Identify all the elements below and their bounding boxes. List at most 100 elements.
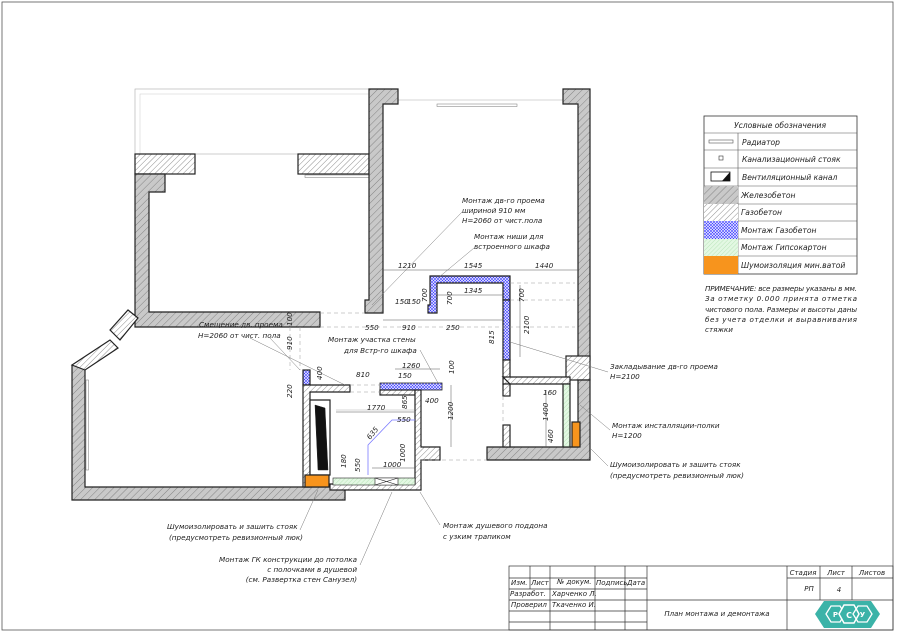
logo-letter: Р <box>833 611 838 619</box>
annotation-wall-section: для Встр-го шкафа <box>343 346 417 355</box>
annotation-wall-section: Монтаж участка стены <box>328 335 416 344</box>
dim-460: 460 <box>546 429 555 443</box>
legend-item-label: Газобетон <box>741 208 782 217</box>
legend-item-label: Канализационный стояк <box>742 155 841 164</box>
dim-100: 100 <box>447 360 456 374</box>
dim-180: 180 <box>339 454 348 468</box>
header-list: Лист <box>530 579 550 587</box>
annotation-gk-construction: Монтаж ГК конструкции до потолка <box>219 555 357 564</box>
annotation-door-closing: Закладывание дв-го проема <box>610 362 718 371</box>
note-line: За отметку 0.000 принята отметка <box>705 294 857 303</box>
dim-550: 550 <box>353 458 362 472</box>
dim-1260: 1260 <box>402 361 421 370</box>
annotation-door-install: шириной 910 мм <box>462 206 526 215</box>
stage-value: РП <box>804 585 814 593</box>
dim-1345: 1345 <box>464 286 483 295</box>
annotation-riser-left: (предусмотреть ревизионный люк) <box>169 533 303 542</box>
dim-865: 865 <box>400 395 409 409</box>
header-doc-number: № докум. <box>556 578 592 586</box>
dim-700: 700 <box>517 288 526 302</box>
dim-810: 810 <box>356 370 370 379</box>
ventilation-duct-icon <box>710 171 731 182</box>
dim-635: 635 <box>365 425 381 442</box>
dim-1440: 1440 <box>535 261 554 270</box>
stage-label: Стадия <box>790 569 817 577</box>
dim-1000: 1000 <box>383 460 402 469</box>
header-izm: Изм. <box>511 579 527 587</box>
radiator-icon <box>85 379 89 471</box>
mineral-wool-swatch <box>704 256 738 274</box>
title-block: Изм. Лист № докум. Подпись Дата Разработ… <box>508 565 894 631</box>
annotation-door-closing: H=2100 <box>610 372 640 381</box>
dim-1000: 1000 <box>398 443 407 462</box>
annotation-riser-left: Шумоизолировать и зашить стояк <box>167 522 298 531</box>
legend-item-label: Вентиляционный канал <box>742 173 838 182</box>
annotation-door-install: H=2060 от чист.пола <box>462 216 542 225</box>
dim-400: 400 <box>315 366 324 380</box>
annotation-door-shift: H=2060 от чист. пола <box>198 331 281 340</box>
dim-815: 815 <box>487 330 496 344</box>
annotation-shower-tray: с узким трапиком <box>443 532 511 541</box>
mineral-wool-insulation <box>304 474 330 488</box>
sewer-riser-icon <box>718 155 724 161</box>
dim-150: 150 <box>395 297 409 306</box>
checked-label: Проверил <box>511 601 547 609</box>
dim-220: 220 <box>285 384 294 398</box>
leader-lines <box>249 211 611 566</box>
company-logo: Р С У <box>815 601 880 628</box>
note: ПРИМЕЧАНИЕ: все размеры указаны в мм. За… <box>705 284 858 334</box>
logo-letter: С <box>846 611 852 620</box>
reinforced-concrete-swatch <box>704 186 738 204</box>
sheet-title: План монтажа и демонтажа <box>664 610 769 618</box>
legend-item-label: Радиатор <box>742 138 780 147</box>
legend-item-label: Монтаж Гипсокартон <box>741 243 827 252</box>
dim-2100: 2100 <box>522 315 531 334</box>
walls <box>70 88 591 501</box>
annotation-installation-shelf: Монтаж инсталляции-полки <box>612 421 720 430</box>
dim-550: 550 <box>365 323 379 332</box>
dim-1545: 1545 <box>464 261 483 270</box>
dimension-labels: 1210 1545 1440 150 150 700 700 700 1345 … <box>285 261 557 472</box>
dim-1400: 1400 <box>541 402 550 421</box>
checked-name: Ткаченко И. <box>552 601 596 609</box>
sheet-value: 4 <box>837 586 841 594</box>
legend-item-label: Шумоизоляция мин.ватой <box>741 261 845 270</box>
dim-550: 550 <box>397 415 411 424</box>
dim-150: 150 <box>407 297 421 306</box>
dim-910: 910 <box>402 323 416 332</box>
note-line: ПРИМЕЧАНИЕ: все размеры указаны в мм. <box>705 284 857 293</box>
annotation-gk-construction: (см. Развертка стен Санузел) <box>246 575 358 584</box>
legend-item-label: Монтаж Газобетон <box>741 226 816 235</box>
annotation-door-install: Монтаж дв-го проема <box>462 196 545 205</box>
note-line: без учета отделки и выравнивания <box>705 315 858 324</box>
aerated-concrete-swatch <box>704 204 738 221</box>
radiator-icon <box>304 174 371 178</box>
radiator-icon <box>436 103 518 107</box>
dim-1200: 1200 <box>446 401 455 420</box>
note-line: стяжки <box>705 325 733 334</box>
dim-910: 910 <box>285 336 294 350</box>
radiator-icon <box>708 139 734 144</box>
aerated-concrete-install-swatch <box>704 221 738 239</box>
dim-1210: 1210 <box>398 261 417 270</box>
dim-250: 250 <box>446 323 460 332</box>
annotation-riser-right: (предусмотреть ревизионный люк) <box>610 471 744 480</box>
annotation-niche: встроенного шкафа <box>474 242 550 251</box>
dim-400: 400 <box>425 396 439 405</box>
dim-160: 160 <box>543 388 557 397</box>
developed-label: Разработ. <box>510 590 546 598</box>
dim-100: 100 <box>285 312 294 326</box>
dimension-lines <box>336 269 578 469</box>
annotation-door-shift: Смещение дв. проема <box>199 320 283 329</box>
annotation-installation-shelf: H=1200 <box>612 431 642 440</box>
sheets-label: Листов <box>858 569 885 577</box>
legend-item-label: Железобетон <box>740 191 795 200</box>
dim-700: 700 <box>420 288 429 302</box>
developed-name: Харченко Л. <box>551 590 597 598</box>
header-date: Дата <box>626 579 645 587</box>
annotation-riser-right: Шумоизолировать и зашить стояк <box>610 460 741 469</box>
logo-letter: У <box>860 611 866 619</box>
annotations: Монтаж дв-го проема шириной 910 мм H=206… <box>167 196 744 584</box>
annotation-shower-tray: Монтаж душевого поддона <box>443 521 548 530</box>
